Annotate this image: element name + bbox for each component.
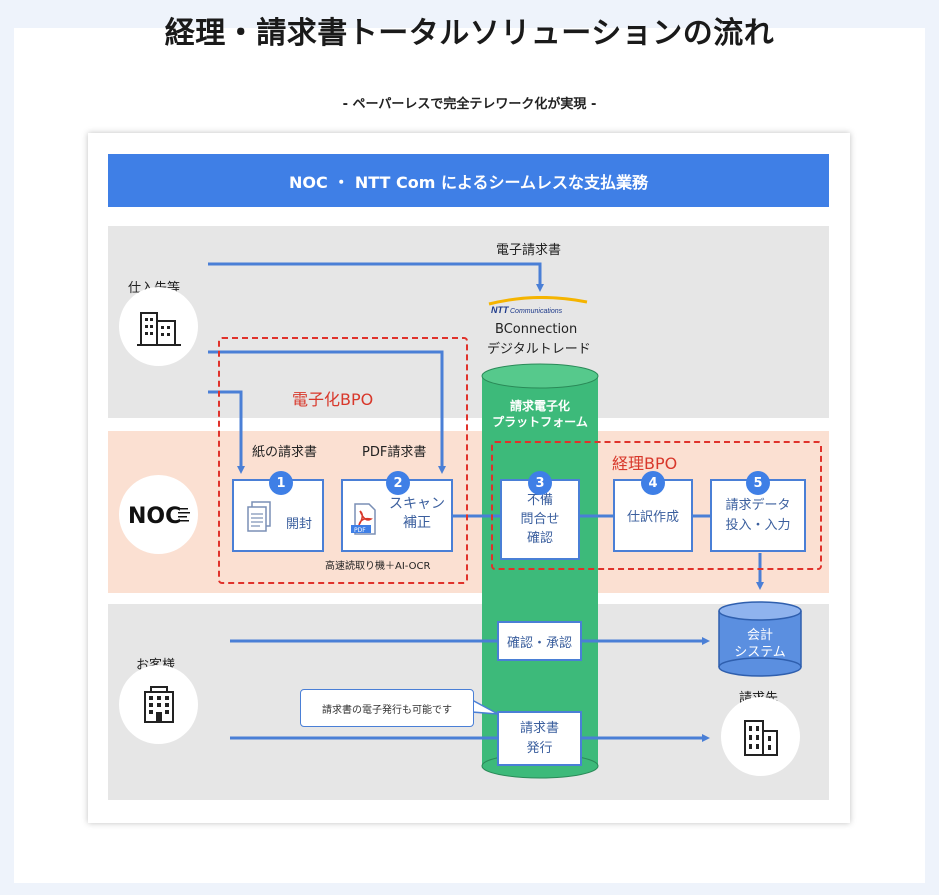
supplier-circle — [119, 287, 198, 366]
digitization-bpo-label: 電子化BPO — [292, 390, 374, 409]
step-3-label-line3: 確認 — [526, 531, 553, 546]
accounting-system-line2: システム — [734, 645, 786, 660]
svg-text:Communications: Communications — [510, 308, 563, 315]
office-building-icon — [143, 685, 174, 723]
step-4-number: 4 — [641, 471, 665, 495]
issue-label-line2: 発行 — [526, 740, 553, 756]
accounting-system-label: 会計 システム — [719, 627, 801, 661]
page-title: 経理・請求書トータルソリューションの流れ — [164, 16, 775, 51]
issue-label-line1: 請求書 — [519, 720, 559, 736]
accounting-db-cylinder — [718, 601, 802, 677]
svg-text:NTT: NTT — [491, 305, 510, 315]
pdf-invoice-label: PDF請求書 — [362, 445, 427, 460]
supplier-band — [108, 226, 829, 418]
step-3-label-line1: 不備 — [526, 493, 553, 508]
noc-logo-text: NOC — [128, 504, 181, 529]
customer-circle — [119, 665, 198, 744]
step-3-label-line2: 問合せ — [520, 512, 560, 527]
step-2-label-line1: スキャン — [389, 496, 445, 512]
noc-circle: NOC — [119, 475, 198, 554]
digitization-bpo-area — [218, 337, 468, 584]
issue-invoice-box: 請求書 発行 — [497, 711, 582, 766]
step-5-box: 請求データ 投入・入力 — [710, 479, 806, 552]
step-2-label-line2: 補正 — [403, 515, 431, 531]
step-4-box: 仕訳作成 — [613, 479, 693, 552]
ntt-logo: NTT Communications — [487, 296, 591, 318]
step-1-number: 1 — [269, 471, 293, 495]
bconnection-label: BConnection — [495, 322, 578, 337]
accounting-system-line1: 会計 — [746, 628, 773, 643]
noc-band — [108, 431, 829, 593]
approve-box: 確認・承認 — [497, 621, 582, 661]
paper-invoice-label: 紙の請求書 — [252, 445, 318, 460]
platform-label: 請求電子化 プラットフォーム — [482, 398, 598, 430]
diagram-header: NOC ・ NTT Com によるシームレスな支払業務 — [108, 154, 829, 207]
building-icon — [136, 311, 181, 346]
billing-destination-circle — [721, 697, 800, 776]
pdf-icon: PDF — [351, 503, 376, 535]
accounting-bpo-label: 経理BPO — [612, 454, 678, 473]
pdf-tag: PDF — [354, 527, 366, 534]
step-5-label-line1: 請求データ — [725, 497, 791, 513]
digital-trade-label: デジタルトレード — [487, 342, 591, 357]
platform-label-line2: プラットフォーム — [492, 415, 588, 429]
platform-label-line1: 請求電子化 — [509, 399, 570, 413]
document-icon — [247, 501, 271, 532]
e-invoice-label: 電子請求書 — [496, 243, 562, 258]
ocr-note: 高速読取り機＋AI-OCR — [325, 561, 431, 572]
noc-logo: NOC — [128, 504, 190, 529]
step-2-number: 2 — [386, 471, 410, 495]
step-3-number: 3 — [528, 471, 552, 495]
step-5-label-line2: 投入・入力 — [725, 517, 791, 533]
step-1-label: 開封 — [286, 517, 313, 532]
approve-label: 確認・承認 — [506, 635, 572, 651]
building-icon-2 — [743, 719, 778, 756]
step-4-label: 仕訳作成 — [626, 510, 679, 525]
e-issue-callout: 請求書の電子発行も可能です — [300, 689, 474, 727]
accounting-bpo-area — [491, 441, 822, 570]
page-subtitle: - ペーパーレスで完全テレワーク化が実現 - — [342, 97, 597, 112]
step-5-number: 5 — [746, 471, 770, 495]
